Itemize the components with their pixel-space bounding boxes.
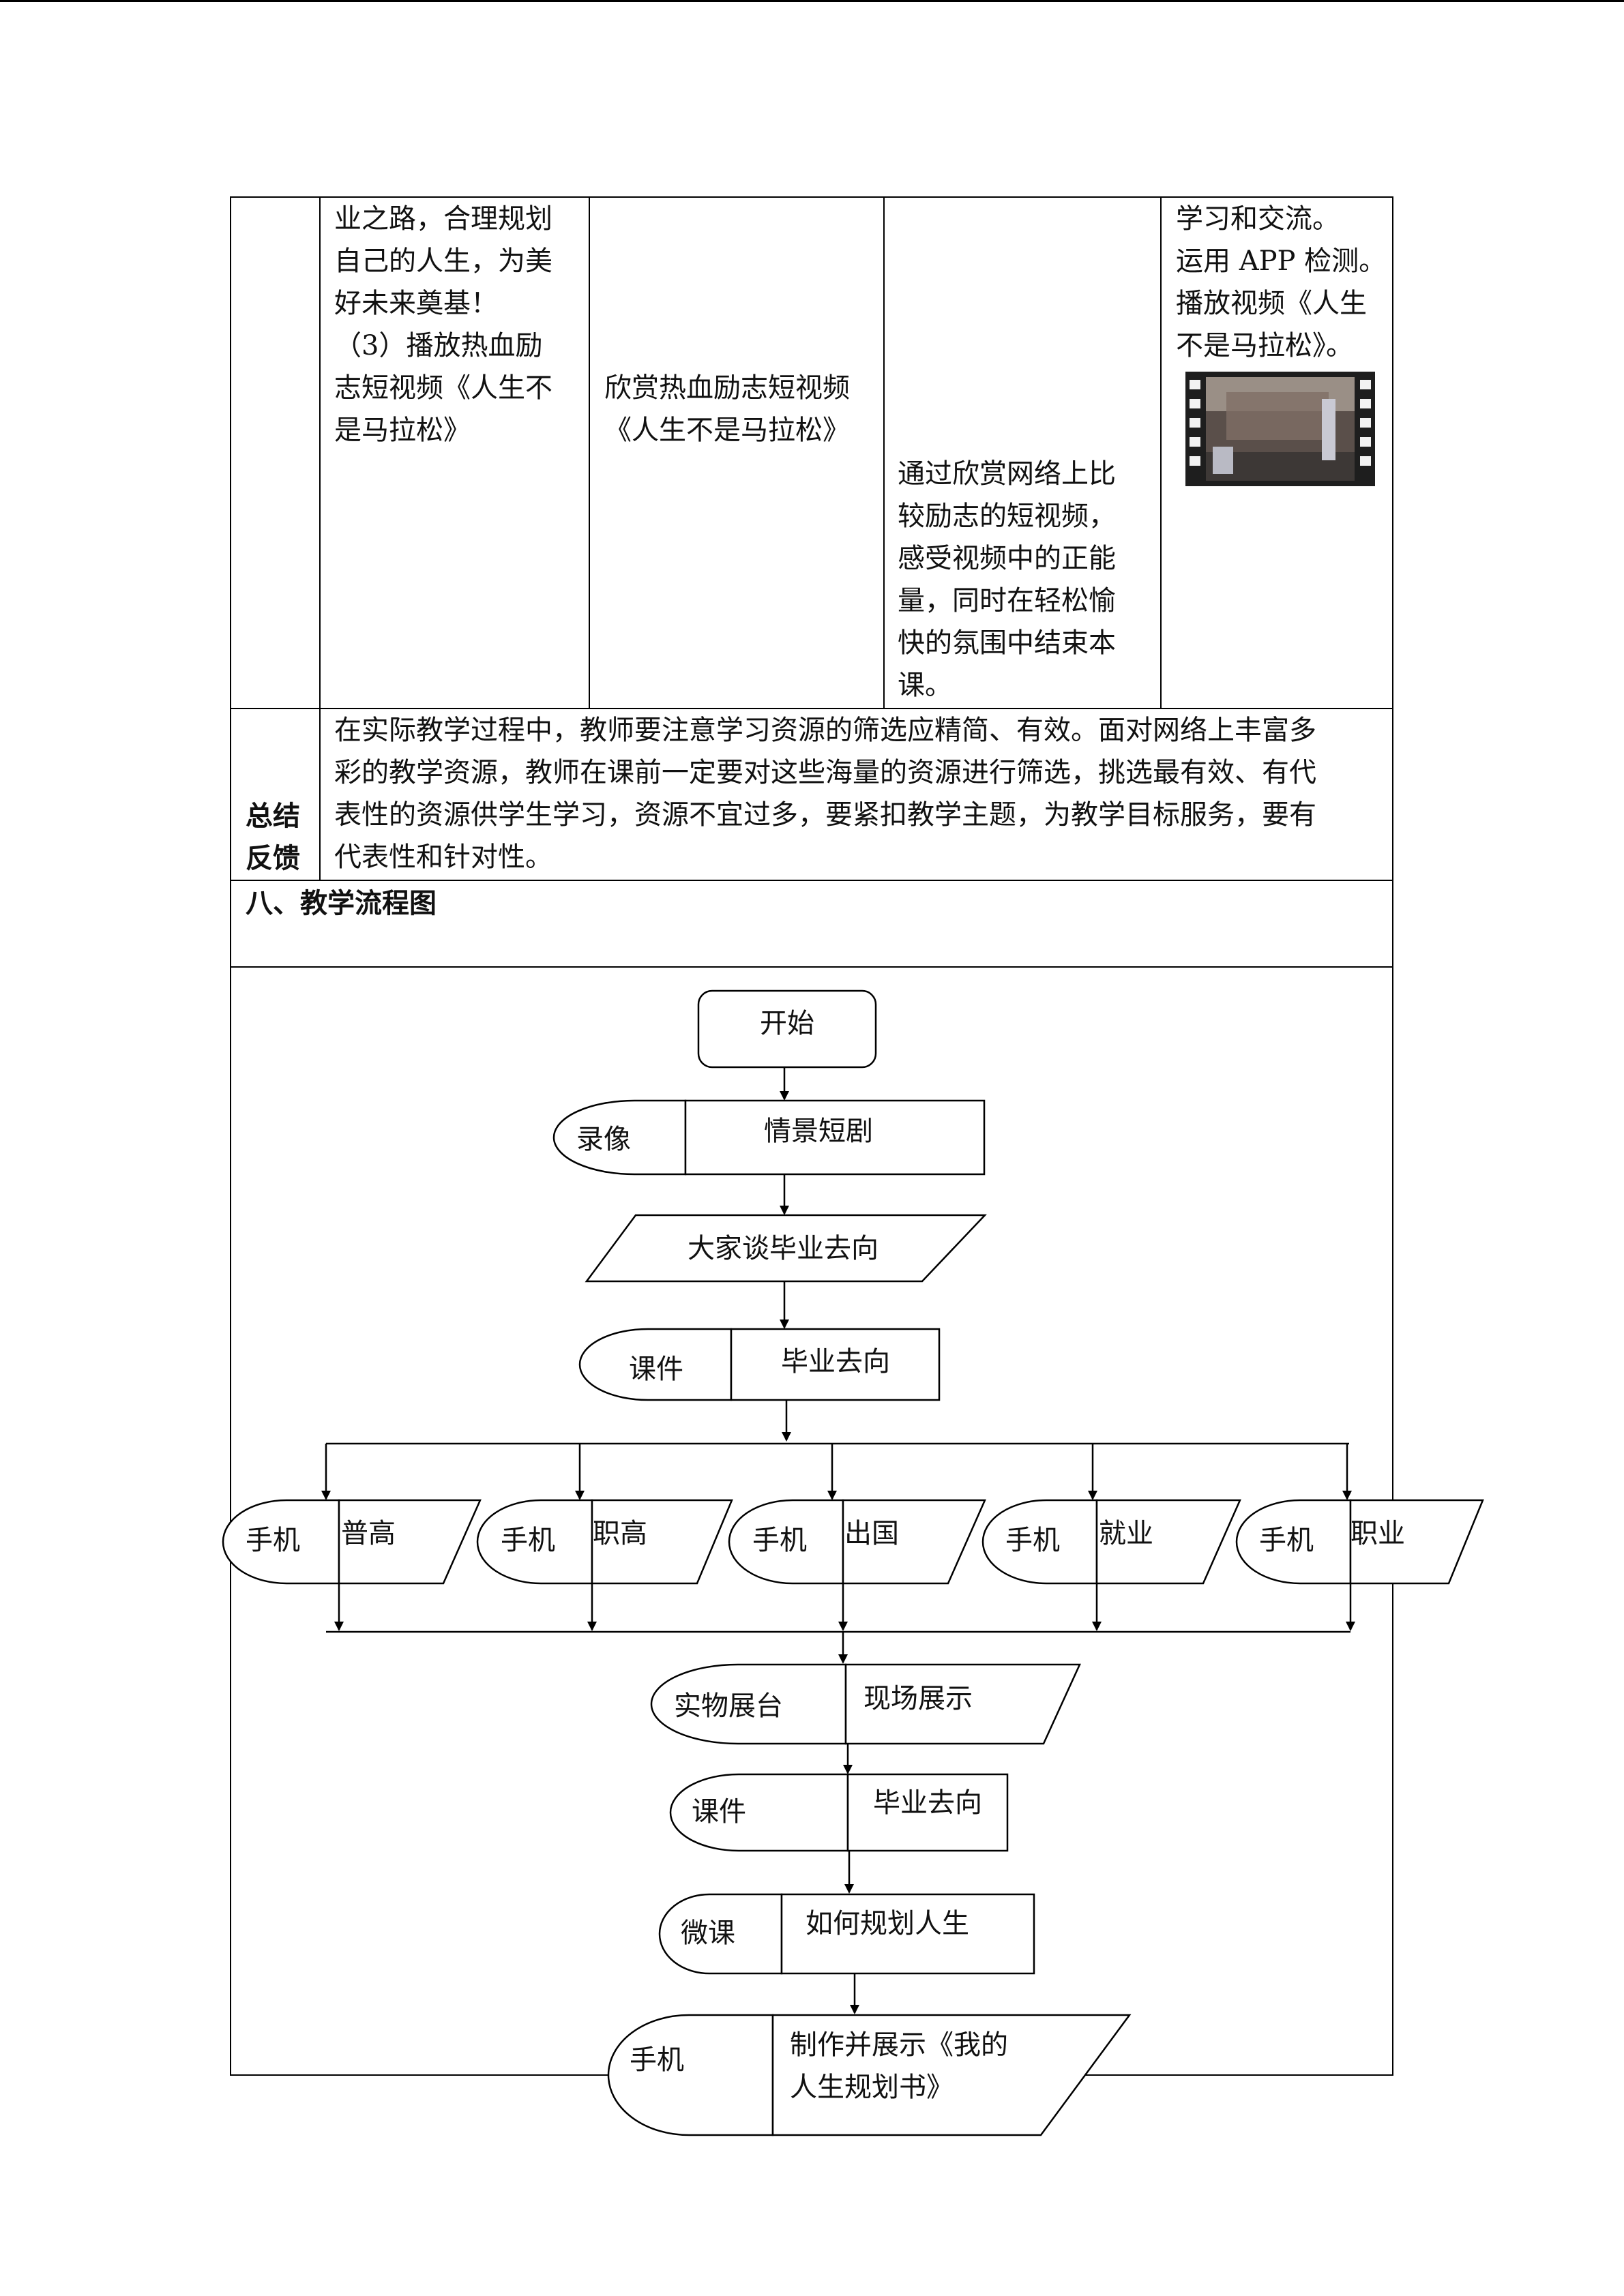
branch-node-5 (1235, 1499, 1484, 1585)
branch-media-1: 手机 (246, 1525, 300, 1556)
scene-drama-label: 情景短剧 (764, 1116, 873, 1147)
life-plan-book-line2: 人生规划书》 (790, 2072, 954, 2103)
video-film-thumbnail[interactable] (1185, 372, 1375, 486)
branch-node-3 (728, 1499, 986, 1585)
branch-label-4: 就业 (1099, 1518, 1153, 1549)
media-node-microlesson (658, 1893, 783, 1975)
branch-media-2: 手机 (501, 1525, 555, 1556)
media-node-phone-final (607, 2014, 774, 2136)
step-discussion (585, 1214, 987, 1283)
graduation-destination-label-2: 毕业去向 (873, 1787, 982, 1819)
media-usage-cell: 学习和交流。 运用 APP 检测。 播放视频《人生 不是马拉松》。 (1176, 203, 1387, 361)
branch-media-5: 手机 (1259, 1525, 1314, 1556)
start-node (697, 989, 877, 1069)
page-top-rule (0, 0, 1624, 2)
activity-description-cell: 业之路，合理规划 自己的人生，为美 好未来奠基！ （3）播放热血励 志短视频《人… (334, 203, 552, 446)
summary-label-line1: 总结 (246, 801, 300, 832)
start-label: 开始 (760, 1008, 814, 1039)
video-label: 录像 (576, 1124, 631, 1155)
phone-final-label: 手机 (630, 2044, 684, 2076)
step-scene-drama (684, 1099, 986, 1176)
branch-node-2 (476, 1499, 733, 1585)
step-life-plan-book (771, 2014, 1132, 2136)
life-plan-book-line1: 制作并展示《我的 (790, 2029, 1008, 2061)
summary-label-line2: 反馈 (246, 843, 300, 874)
summary-feedback-text: 在实际教学过程中，教师要注意学习资源的筛选应精简、有效。面对网络上丰富多 彩的教… (334, 715, 1316, 873)
courseware-label-2: 课件 (692, 1796, 746, 1828)
branch-media-3: 手机 (752, 1525, 807, 1556)
live-show-label: 现场展示 (863, 1683, 973, 1714)
design-intent-cell: 通过欣赏网络上比 较励志的短视频， 感受视频中的正能 量，同时在轻松愉 快的氛围… (898, 458, 1116, 701)
student-activity-cell: 欣赏热血励志短视频 《人生不是马拉松》 (604, 372, 850, 446)
branch-node-1 (222, 1499, 482, 1585)
plan-life-label: 如何规划人生 (806, 1908, 969, 1939)
courseware-label: 课件 (629, 1354, 683, 1385)
media-node-visualizer (650, 1663, 847, 1745)
graduation-destination-label: 毕业去向 (781, 1346, 890, 1377)
branch-node-4 (981, 1499, 1241, 1585)
media-node-courseware-2 (669, 1773, 849, 1852)
section-heading: 八、教学流程图 (246, 888, 437, 919)
visualizer-label: 实物展台 (674, 1690, 783, 1722)
microlesson-label: 微课 (681, 1918, 735, 1949)
branch-label-2: 职高 (593, 1518, 647, 1549)
step-graduation-destination (730, 1328, 941, 1401)
step-graduation-destination-2 (846, 1773, 1009, 1852)
film-strip-icon (1185, 372, 1375, 486)
step-live-show (844, 1663, 1081, 1745)
branch-label-1: 普高 (341, 1518, 396, 1549)
branch-label-3: 出国 (844, 1518, 899, 1549)
step-plan-life (780, 1893, 1035, 1975)
branch-label-5: 职业 (1350, 1518, 1405, 1549)
media-node-courseware (578, 1328, 733, 1401)
branch-media-4: 手机 (1005, 1525, 1060, 1556)
media-node-video (552, 1099, 687, 1176)
discussion-label: 大家谈毕业去向 (688, 1233, 879, 1264)
